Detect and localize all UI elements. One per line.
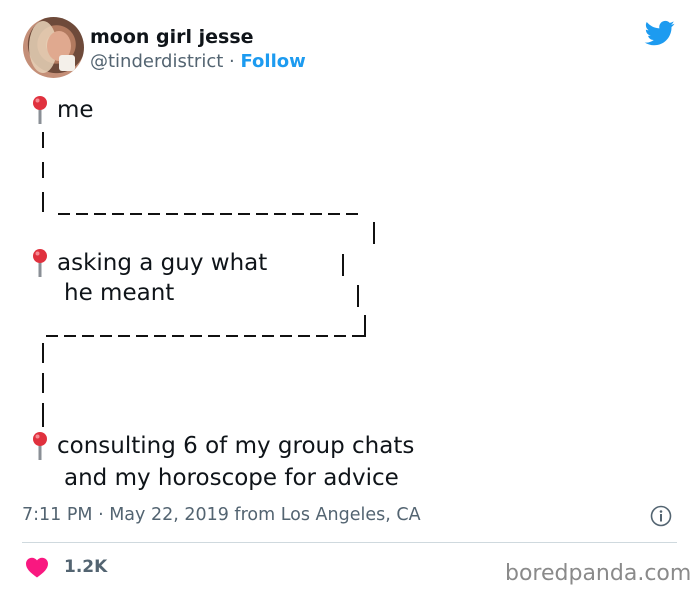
twitter-bird-icon[interactable] bbox=[643, 18, 677, 48]
handle-separator: · bbox=[229, 51, 235, 72]
tweet-line-consulting-cont: and my horoscope for advice bbox=[64, 465, 399, 491]
author-name[interactable]: moon girl jesse bbox=[90, 26, 254, 48]
pushpin-icon bbox=[33, 96, 47, 124]
pushpin-icon bbox=[33, 249, 47, 277]
author-avatar[interactable] bbox=[23, 17, 84, 78]
tweet-line-asking-cont: he meant bbox=[64, 280, 175, 306]
avatar-cup bbox=[59, 55, 75, 71]
tweet-timestamp[interactable]: 7:11 PM · May 22, 2019 from Los Angeles,… bbox=[22, 505, 421, 525]
connector-segment bbox=[42, 373, 44, 393]
connector-segment bbox=[342, 254, 344, 276]
tweet-line-consulting: consulting 6 of my group chats bbox=[57, 433, 415, 459]
connector-dashes bbox=[58, 213, 360, 215]
author-handle-row: @tinderdistrict · Follow bbox=[90, 51, 306, 72]
connector-segment bbox=[357, 285, 359, 307]
like-count[interactable]: 1.2K bbox=[64, 557, 108, 577]
tweet-line-me: me bbox=[57, 97, 94, 123]
author-handle[interactable]: @tinderdistrict bbox=[90, 51, 224, 72]
watermark: boredpanda.com bbox=[505, 561, 692, 586]
connector-segment bbox=[42, 192, 44, 212]
connector-segment bbox=[373, 222, 375, 244]
info-icon[interactable] bbox=[650, 505, 672, 527]
connector-segment bbox=[42, 162, 44, 178]
connector-segment bbox=[42, 403, 44, 427]
connector-segment bbox=[42, 343, 44, 363]
connector-dashes bbox=[46, 335, 364, 337]
tweet-line-asking: asking a guy what bbox=[57, 250, 268, 276]
connector-segment bbox=[42, 132, 44, 148]
pushpin-icon bbox=[33, 432, 47, 460]
divider bbox=[22, 542, 677, 543]
connector-segment bbox=[364, 315, 366, 337]
follow-button[interactable]: Follow bbox=[240, 51, 306, 72]
heart-icon[interactable] bbox=[25, 556, 49, 578]
